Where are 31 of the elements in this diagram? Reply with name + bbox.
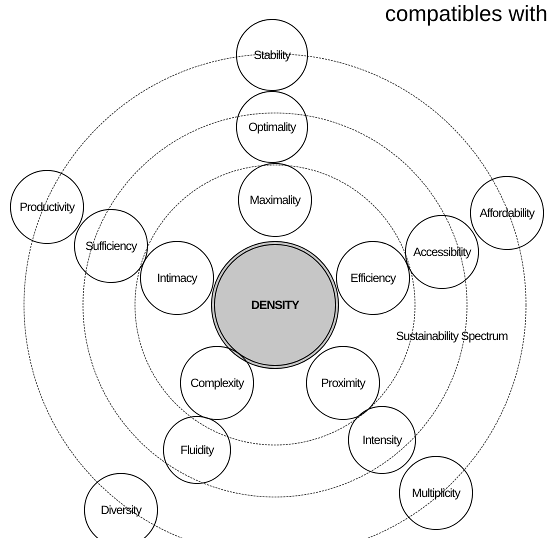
concept-label: Intensity bbox=[362, 433, 402, 447]
concept-circle bbox=[238, 163, 312, 237]
concept-label: DENSITY bbox=[251, 298, 299, 312]
concept-label: Diversity bbox=[100, 503, 142, 517]
concept-circle bbox=[470, 176, 544, 250]
concept-label: Productivity bbox=[20, 200, 74, 214]
concept-label: Maximality bbox=[250, 193, 300, 207]
concept-circle bbox=[348, 406, 416, 474]
concept-label: Optimality bbox=[248, 120, 296, 134]
concept-label: Complexity bbox=[190, 376, 244, 390]
concept-label: Accessibility bbox=[413, 245, 471, 259]
concept-circle bbox=[236, 91, 308, 163]
concept-label: Proximity bbox=[321, 376, 365, 390]
concept-circle bbox=[10, 170, 84, 244]
concept-label: Intimacy bbox=[157, 271, 197, 285]
concept-circle bbox=[180, 346, 254, 420]
heading-text: compatibles with bbox=[385, 1, 547, 27]
concept-label: Fluidity bbox=[180, 443, 214, 457]
concept-circle bbox=[399, 456, 473, 530]
concept-circle bbox=[236, 19, 308, 91]
spectrum-label: Sustainability Spectrum bbox=[396, 329, 508, 343]
concept-label: Sufficiency bbox=[85, 239, 137, 253]
concept-circle bbox=[306, 346, 380, 420]
concept-label: Affordability bbox=[480, 206, 534, 220]
concept-circle bbox=[74, 209, 148, 283]
concept-circle bbox=[84, 473, 158, 538]
concept-circle bbox=[405, 215, 479, 289]
concept-label: Efficiency bbox=[350, 271, 396, 285]
concept-circle bbox=[163, 416, 231, 484]
concept-label: Multiplicity bbox=[412, 486, 460, 500]
concept-label: Stability bbox=[254, 48, 290, 62]
